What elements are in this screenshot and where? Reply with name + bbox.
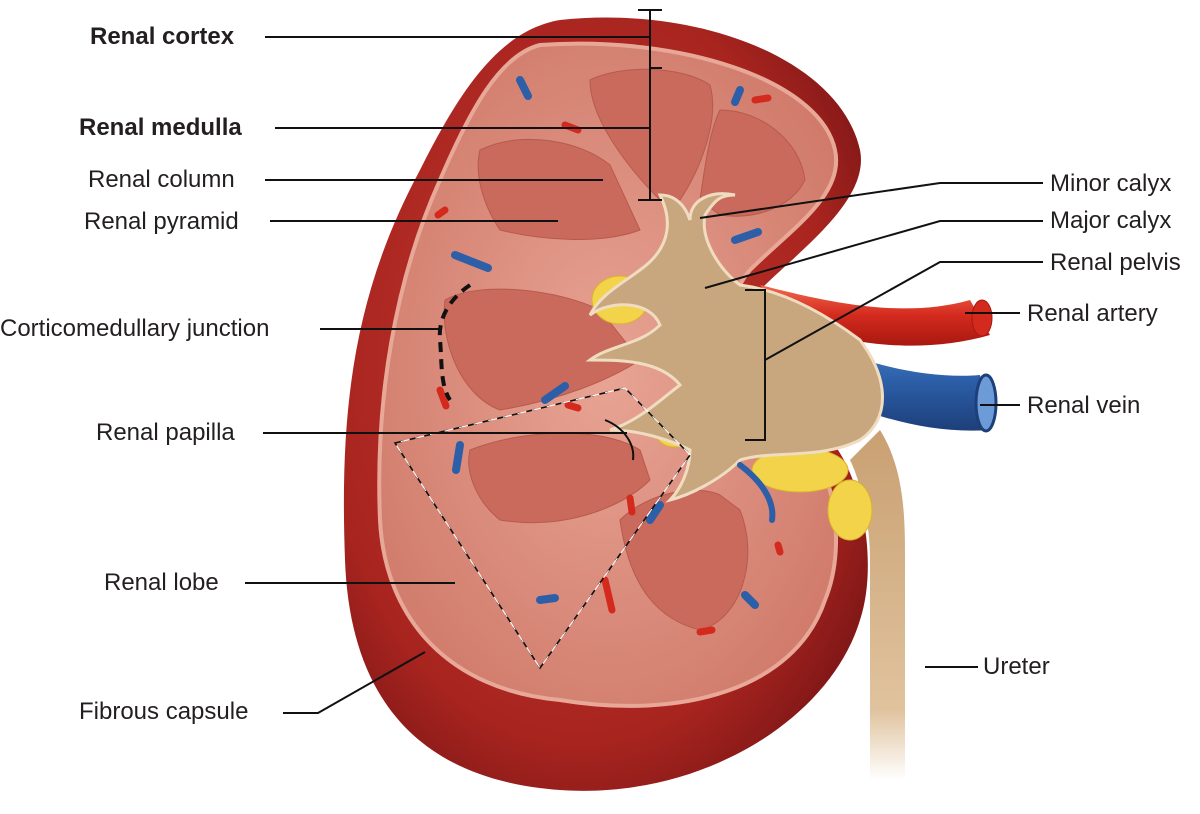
label-renal-papilla: Renal papilla [96, 419, 235, 446]
label-renal-lobe: Renal lobe [104, 569, 219, 596]
ureter-shape [850, 430, 905, 780]
renal-artery-end [971, 299, 993, 337]
label-renal-vein: Renal vein [1027, 392, 1141, 419]
renal-pyramids [443, 68, 806, 631]
label-renal-column: Renal column [88, 166, 235, 193]
label-renal-pelvis: Renal pelvis [1050, 249, 1181, 276]
label-renal-cortex: Renal cortex [90, 23, 235, 50]
renal-lobe-outline-white [394, 387, 691, 669]
renal-papilla-arc [604, 419, 635, 461]
label-minor-calyx: Minor calyx [1050, 170, 1172, 197]
label-major-calyx: Major calyx [1050, 207, 1172, 234]
interlobar-vessels [434, 76, 784, 636]
renal-vein-end [974, 373, 998, 433]
leader-brackets [638, 9, 766, 441]
label-corticomedullary-junction: Corticomedullary junction [0, 315, 270, 342]
leader-lines [245, 36, 1043, 714]
label-renal-artery: Renal artery [1027, 300, 1158, 327]
renal-pelvis-shape [585, 192, 884, 503]
corticomedullary-junction-line [437, 283, 472, 402]
label-ureter: Ureter [983, 653, 1050, 680]
label-fibrous-capsule: Fibrous capsule [79, 698, 249, 725]
label-renal-medulla: Renal medulla [79, 114, 242, 141]
label-renal-pyramid: Renal pyramid [84, 208, 239, 235]
